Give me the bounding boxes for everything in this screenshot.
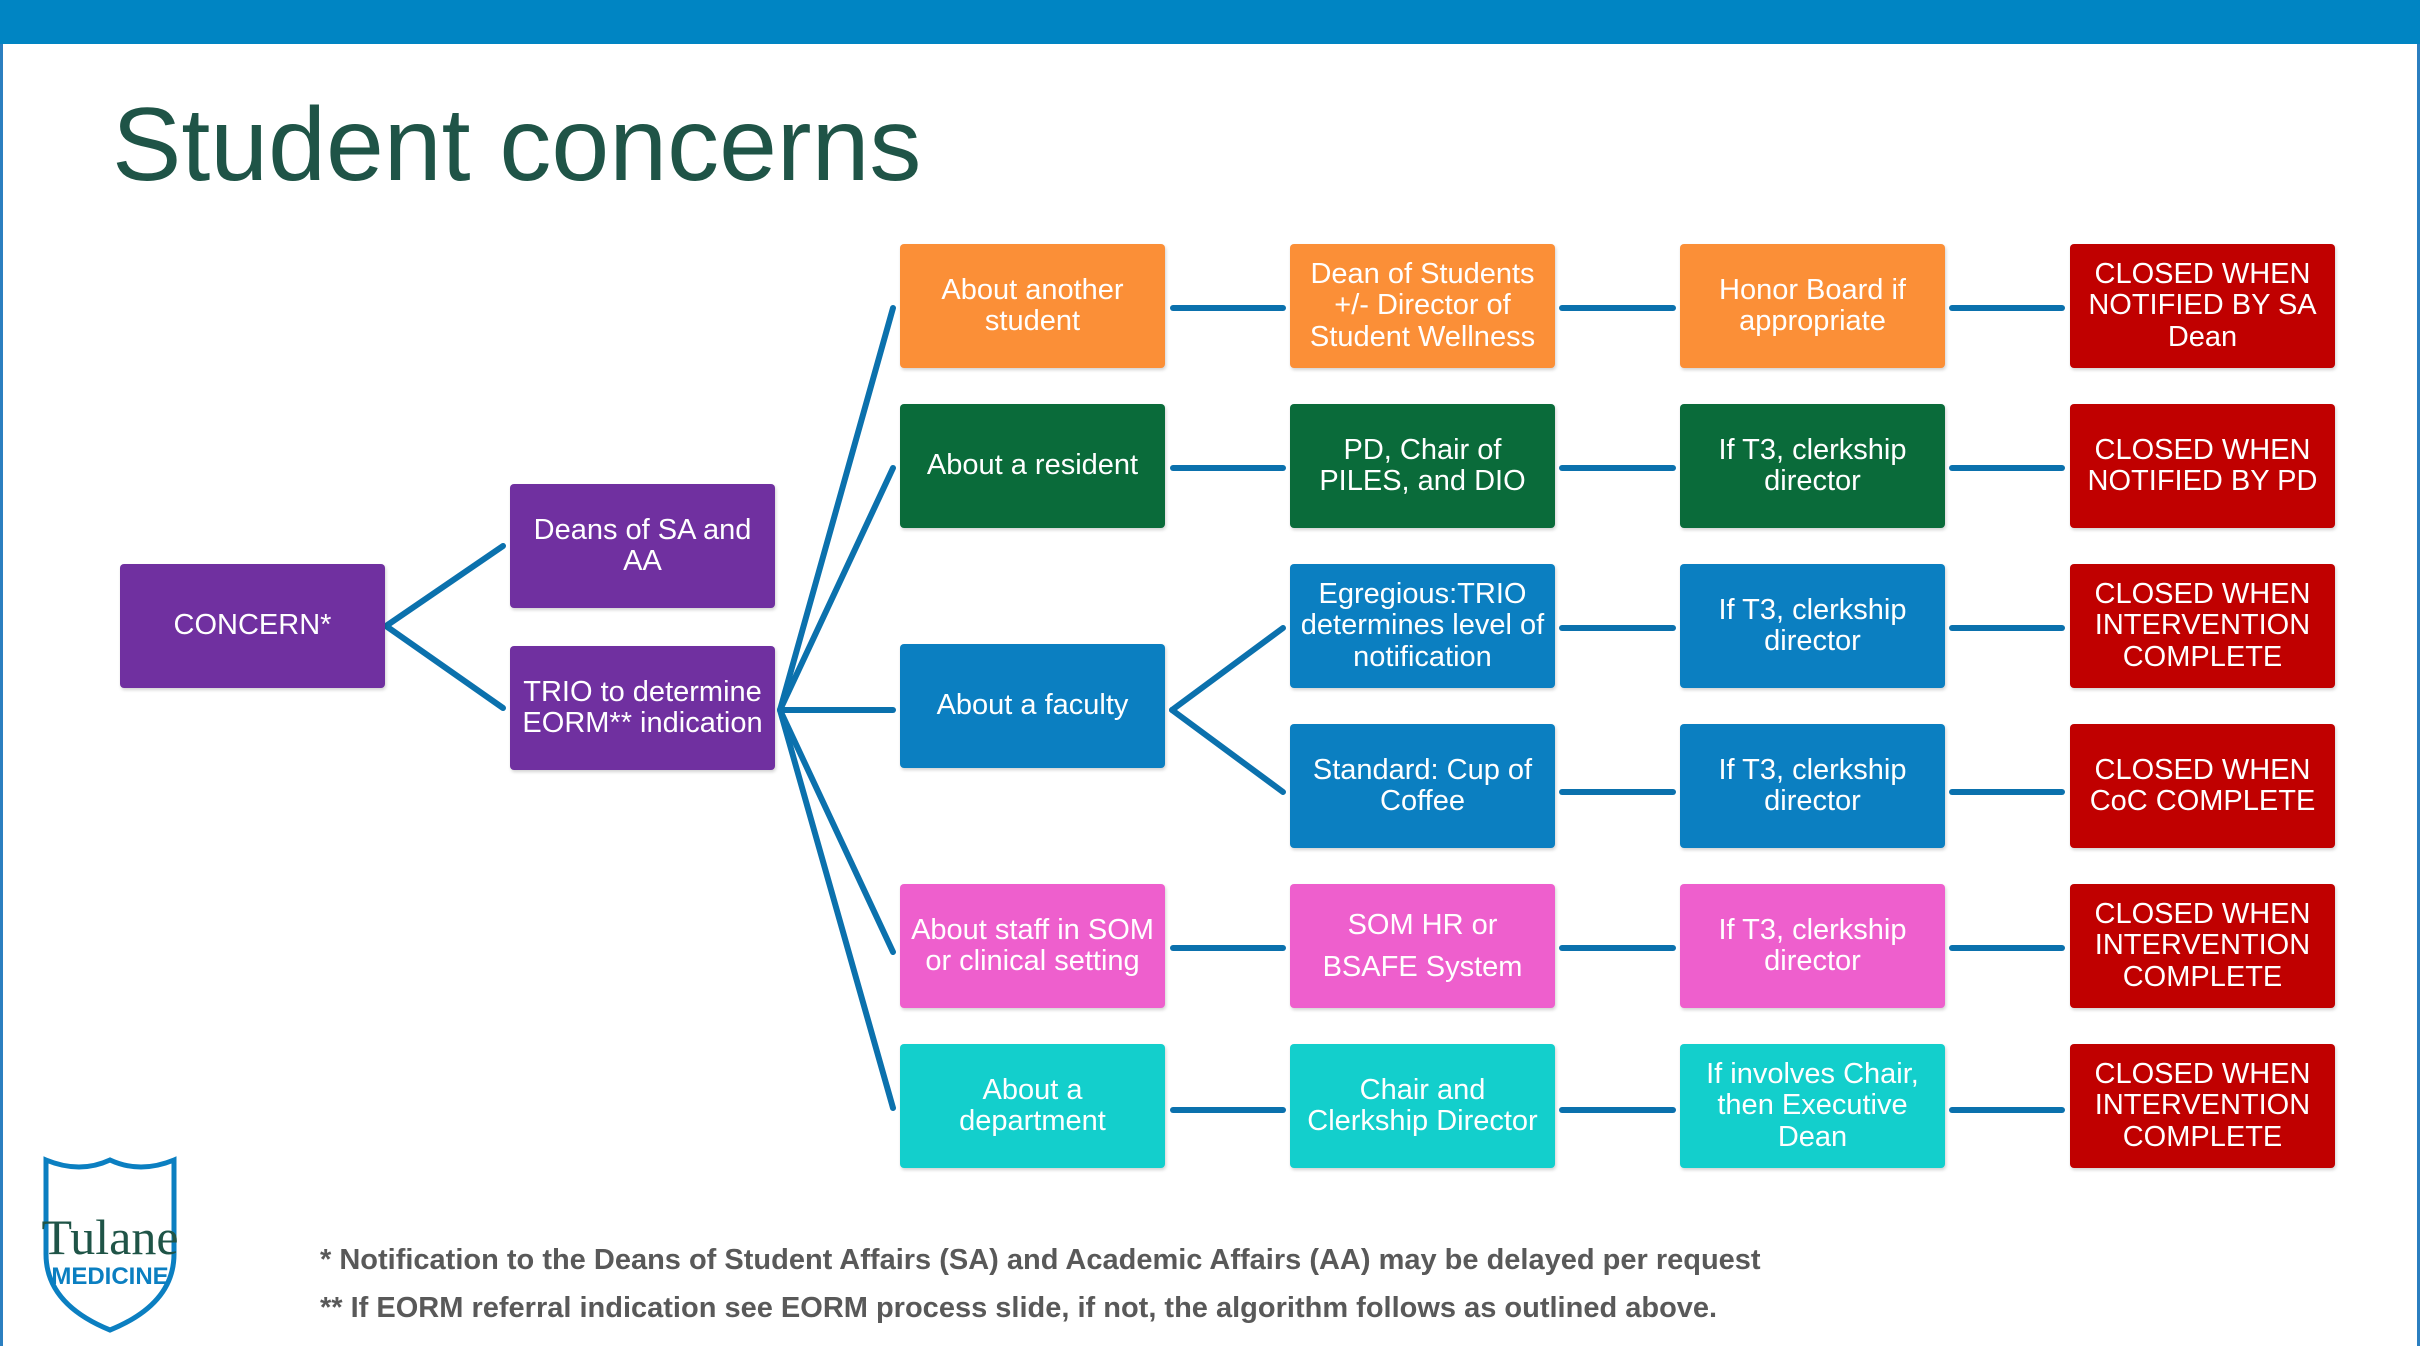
node-next-clerkship-director: If T3, clerkship director (1680, 404, 1945, 528)
node-handler-som-hr: SOM HR or BSAFE System (1290, 884, 1555, 1008)
node-handler-dean-of-students: Dean of Students +/- Director of Student… (1290, 244, 1555, 368)
logo-tulane-text: Tulane (41, 1209, 178, 1265)
slide-title: Student concerns (112, 87, 922, 203)
node-closure-pd: CLOSED WHEN NOTIFIED BY PD (2070, 404, 2335, 528)
node-closure-intervention: CLOSED WHEN INTERVENTION COMPLETE (2070, 564, 2335, 688)
node-handler-cup-of-coffee: Standard: Cup of Coffee (1290, 724, 1555, 848)
node-next-clerkship-director: If T3, clerkship director (1680, 884, 1945, 1008)
header-bar (0, 0, 2420, 44)
connector-trio-resident (777, 465, 896, 713)
slide-border-left (0, 44, 3, 1346)
connector-faculty-standard (1169, 707, 1286, 795)
node-deans: Deans of SA and AA (510, 484, 775, 608)
node-closure-intervention: CLOSED WHEN INTERVENTION COMPLETE (2070, 1044, 2335, 1168)
node-trio: TRIO to determine EORM** indication (510, 646, 775, 770)
node-category-staff: About staff in SOM or clinical setting (900, 884, 1165, 1008)
connector-trio-another-student (777, 305, 896, 713)
logo-medicine-text: MEDICINE (51, 1263, 168, 1290)
node-next-honor-board: Honor Board if appropriate (1680, 244, 1945, 368)
node-handler-chair-clerkship: Chair and Clerkship Director (1290, 1044, 1555, 1168)
node-category-resident: About a resident (900, 404, 1165, 528)
connector-faculty-egregious (1169, 625, 1286, 713)
node-handler-pd-chair: PD, Chair of PILES, and DIO (1290, 404, 1555, 528)
node-category-faculty: About a faculty (900, 644, 1165, 768)
connector-trio-staff (777, 707, 896, 955)
slide-border-right (2417, 44, 2420, 1346)
node-closure-sa-dean: CLOSED WHEN NOTIFIED BY SA Dean (2070, 244, 2335, 368)
connector-trio-department (777, 707, 896, 1111)
node-category-department: About a department (900, 1044, 1165, 1168)
node-next-executive-dean: If involves Chair, then Executive Dean (1680, 1044, 1945, 1168)
connector-concern-trio (383, 623, 506, 711)
node-next-clerkship-director: If T3, clerkship director (1680, 564, 1945, 688)
node-concern: CONCERN* (120, 564, 385, 688)
shield-icon (43, 1156, 177, 1333)
node-closure-intervention: CLOSED WHEN INTERVENTION COMPLETE (2070, 884, 2335, 1008)
footnote-notification: * Notification to the Deans of Student A… (320, 1244, 1761, 1276)
node-closure-coc: CLOSED WHEN CoC COMPLETE (2070, 724, 2335, 848)
connector-concern-deans (383, 543, 506, 629)
footnote-eorm: ** If EORM referral indication see EORM … (320, 1292, 1718, 1324)
node-category-another-student: About another student (900, 244, 1165, 368)
node-next-clerkship-director: If T3, clerkship director (1680, 724, 1945, 848)
node-handler-egregious: Egregious:TRIO determines level of notif… (1290, 564, 1555, 688)
tulane-medicine-logo: Tulane MEDICINE (41, 1156, 179, 1333)
